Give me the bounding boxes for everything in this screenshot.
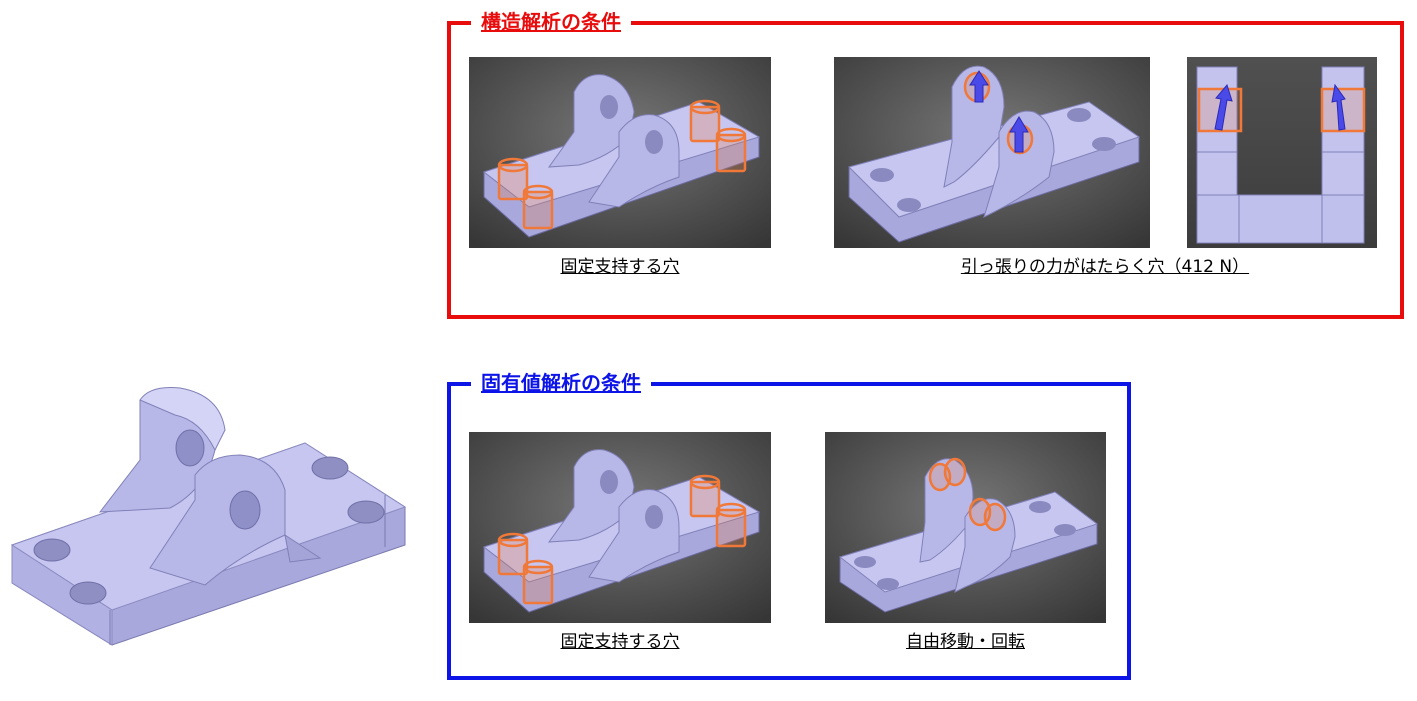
free-rotation-view	[825, 432, 1106, 623]
bracket-3d-model	[10, 387, 407, 646]
modal-fixed-holes-view	[469, 432, 771, 623]
load-holes-side-view	[1187, 57, 1377, 248]
modal-analysis-title: 固有値解析の条件	[471, 370, 651, 396]
structural-analysis-frame	[447, 21, 1404, 319]
load-holes-view	[834, 57, 1150, 248]
fixed-holes-view	[469, 57, 771, 248]
free-rotation-caption: 自由移動・回転	[906, 632, 1025, 652]
modal-analysis-frame	[447, 382, 1131, 680]
modal-fixed-holes-caption: 固定支持する穴	[560, 632, 680, 652]
load-holes-caption: 引っ張りの力がはたらく穴（412 N）	[960, 257, 1250, 277]
structural-analysis-title: 構造解析の条件	[471, 9, 631, 35]
fixed-holes-caption: 固定支持する穴	[560, 257, 680, 277]
